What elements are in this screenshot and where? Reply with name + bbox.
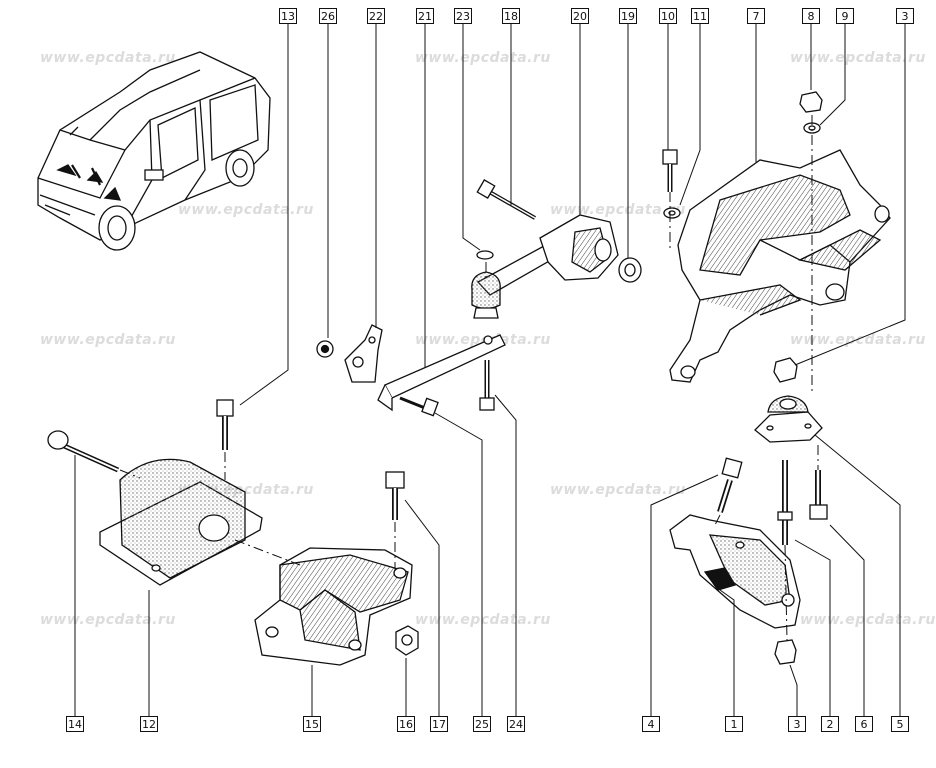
gearbox-bracket	[669, 457, 828, 665]
callout-17[interactable]: 17	[430, 716, 448, 732]
callout-4[interactable]: 4	[642, 716, 660, 732]
callout-10[interactable]: 10	[659, 8, 677, 24]
callout-15[interactable]: 15	[303, 716, 321, 732]
callout-22[interactable]: 22	[367, 8, 385, 24]
watermark: www.epcdata.ru	[415, 50, 551, 66]
callout-20[interactable]: 20	[571, 8, 589, 24]
callout-5[interactable]: 5	[891, 716, 909, 732]
callout-7[interactable]: 7	[747, 8, 765, 24]
callout-11[interactable]: 11	[691, 8, 709, 24]
assembly-axis-lines	[119, 115, 819, 641]
watermark: www.epcdata.ru	[550, 482, 686, 498]
callout-24[interactable]: 24	[507, 716, 525, 732]
callout-2[interactable]: 2	[821, 716, 839, 732]
watermark: www.epcdata.ru	[790, 50, 926, 66]
watermark: www.epcdata.ru	[415, 332, 551, 348]
rubber-pad-assembly	[47, 399, 419, 666]
watermark: www.epcdata.ru	[790, 332, 926, 348]
watermark: www.epcdata.ru	[178, 202, 314, 218]
callout-6[interactable]: 6	[855, 716, 873, 732]
watermark: www.epcdata.ru	[40, 332, 176, 348]
callout-18[interactable]: 18	[502, 8, 520, 24]
watermark: www.epcdata.ru	[800, 612, 936, 628]
callout-26[interactable]: 26	[319, 8, 337, 24]
callout-25[interactable]: 25	[473, 716, 491, 732]
callout-16[interactable]: 16	[397, 716, 415, 732]
watermark: www.epcdata.ru	[40, 50, 176, 66]
callout-1[interactable]: 1	[725, 716, 743, 732]
callout-3-bottom[interactable]: 3	[788, 716, 806, 732]
callout-3-top[interactable]: 3	[896, 8, 914, 24]
callout-23[interactable]: 23	[454, 8, 472, 24]
callout-14[interactable]: 14	[66, 716, 84, 732]
callout-13[interactable]: 13	[279, 8, 297, 24]
callout-8[interactable]: 8	[802, 8, 820, 24]
callout-9[interactable]: 9	[836, 8, 854, 24]
watermark: www.epcdata.ru	[415, 612, 551, 628]
callout-19[interactable]: 19	[619, 8, 637, 24]
leader-lines	[74, 24, 906, 716]
callout-21[interactable]: 21	[416, 8, 434, 24]
torque-rod-assembly	[316, 179, 642, 417]
van-illustration	[37, 51, 271, 251]
watermark: www.epcdata.ru	[40, 612, 176, 628]
engine-bracket	[662, 91, 891, 443]
watermark: www.epcdata.ru	[550, 202, 686, 218]
callout-12[interactable]: 12	[140, 716, 158, 732]
